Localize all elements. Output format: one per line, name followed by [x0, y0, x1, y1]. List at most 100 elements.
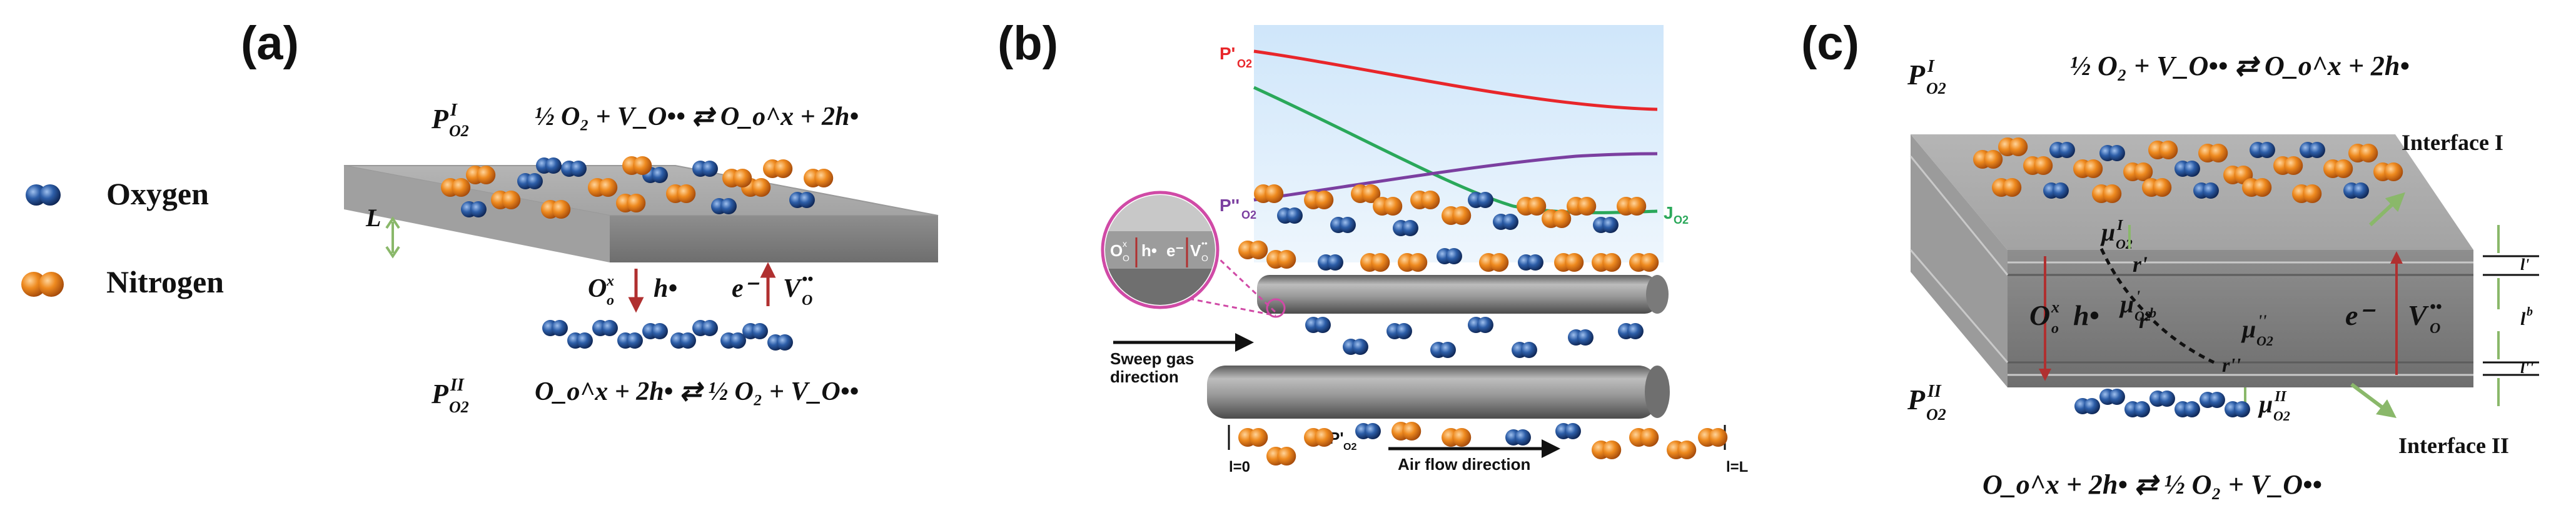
nitrogen-molecule — [1238, 241, 1268, 259]
inset-h-text: h• — [1141, 241, 1157, 260]
oxygen-molecule — [1468, 317, 1493, 333]
p-top-letter: P — [431, 104, 449, 134]
curve-p-dprime-text: P'' — [1220, 196, 1240, 215]
nitrogen-molecule — [1351, 184, 1381, 203]
nitrogen-molecule — [2348, 144, 2378, 162]
oxygen-molecule — [692, 320, 718, 336]
inset-magnifier: O x O h• e⁻ V •• O — [1101, 191, 1286, 318]
curve-label-p-dprime: P'' O2 — [1220, 196, 1256, 221]
tube-p-prime-sub: O2 — [1343, 442, 1356, 452]
carrier-v-sub-a: O — [802, 292, 812, 309]
carrier-o-c: O — [2029, 299, 2050, 331]
mu-prime-sup: ' — [2136, 287, 2140, 306]
oxygen-molecule — [2300, 142, 2325, 158]
carrier-o-a: O — [588, 274, 607, 303]
nitrogen-molecule — [541, 200, 571, 219]
carrier-v-a: V — [783, 274, 802, 303]
molecules-bottom-c — [2074, 389, 2250, 417]
nitrogen-molecule — [588, 178, 618, 197]
oxygen-molecule — [1568, 329, 1594, 346]
oxygen-molecule — [2343, 182, 2369, 199]
oxygen-molecule — [1468, 192, 1493, 208]
inset-o-sub: O — [1123, 253, 1129, 263]
nitrogen-molecule — [1554, 253, 1584, 272]
inset-v-sup: •• — [1201, 238, 1208, 248]
thickness-label: L — [365, 204, 381, 232]
mu-dprime-sup: '' — [2258, 312, 2266, 330]
nitrogen-molecule — [2273, 156, 2303, 175]
oxygen-molecule — [2193, 182, 2219, 199]
tube-lower — [1207, 366, 1670, 419]
nitrogen-molecule — [1398, 253, 1428, 272]
nitrogen-molecule — [1629, 428, 1659, 447]
carrier-h-a: h• — [654, 274, 677, 303]
nitrogen-molecule — [1973, 150, 2003, 169]
l-end-label: l=L — [1726, 459, 1748, 476]
p-bottom-sup: II — [450, 376, 465, 395]
r-prime: r' — [2133, 252, 2148, 277]
curve-p-dprime — [1253, 152, 1658, 202]
thickness-arrow — [385, 216, 400, 259]
p-top-sup: I — [450, 101, 458, 120]
mu-2: μ — [2258, 390, 2273, 418]
molecules-top-a — [441, 156, 834, 219]
oxygen-molecule — [1386, 323, 1412, 339]
nitrogen-molecule — [1517, 197, 1547, 216]
l-b: l — [2520, 309, 2526, 329]
oxygen-molecule — [1555, 423, 1581, 439]
interface-1-label: Interface I — [2402, 130, 2503, 155]
carrier-o-sup-a: x — [606, 273, 614, 289]
oxygen-molecule — [767, 334, 793, 351]
oxygen-molecule — [2074, 398, 2100, 414]
nitrogen-molecule — [622, 156, 652, 175]
oxygen-molecule — [1618, 323, 1644, 339]
reaction-top-c: ½ O₂ + V_O•• ⇄ O_o^x + 2h• — [2070, 51, 2410, 81]
mu-1: μ — [2100, 218, 2115, 246]
oxygen-molecule — [1305, 317, 1331, 333]
thickness-markers-c — [2483, 225, 2539, 406]
p-bottom-c-sub: O2 — [1926, 406, 1946, 424]
l-start-label: l=0 — [1229, 459, 1250, 476]
carrier-e-a: e⁻ — [732, 274, 760, 303]
molecules-top-c — [1973, 137, 2403, 203]
nitrogen-molecule — [2373, 162, 2403, 181]
sweep-gas-label: Sweep gas — [1110, 349, 1194, 368]
nitrogen-molecule — [1479, 253, 1509, 272]
nitrogen-molecule — [763, 159, 793, 178]
nitrogen-molecule — [2092, 184, 2122, 203]
nitrogen-molecule — [1254, 184, 1284, 203]
mu-2-sub: O2 — [2273, 408, 2290, 424]
oxygen-molecule — [542, 320, 568, 336]
molecules-bottom-a — [542, 320, 793, 351]
oxygen-molecule — [567, 332, 593, 349]
curve-p-prime — [1253, 49, 1658, 111]
mu-prime-sub: O2 — [2134, 308, 2151, 324]
oxygen-molecule — [2200, 392, 2225, 408]
p-top-c-sup: I — [1927, 57, 1935, 76]
nitrogen-molecule — [1266, 447, 1296, 466]
oxygen-molecule — [1330, 217, 1356, 233]
mu-dprime-sub: O2 — [2256, 333, 2273, 349]
nitrogen-molecule — [2073, 159, 2103, 178]
legend-oxygen-icon — [26, 184, 61, 206]
nitrogen-molecule — [804, 169, 834, 187]
inset-v-text: V — [1190, 241, 1201, 260]
nitrogen-molecule — [616, 194, 646, 212]
nitrogen-molecule — [1542, 209, 1572, 228]
oxygen-molecule — [2149, 391, 2175, 407]
oxygen-molecule — [711, 198, 737, 214]
oxygen-molecule — [670, 332, 696, 349]
nitrogen-molecule — [1592, 441, 1622, 459]
p-top-c: P — [1907, 59, 1926, 91]
nitrogen-molecule — [2123, 162, 2153, 181]
nitrogen-molecule — [1992, 178, 2022, 197]
reaction-bottom-a: O_o^x + 2h• ⇄ ½ O₂ + V_O•• — [535, 377, 859, 406]
oxygen-molecule — [2225, 401, 2250, 417]
nitrogen-molecule — [1442, 428, 1472, 447]
carrier-v-sup-a: •• — [802, 270, 813, 288]
panel-b-label: (b) — [998, 17, 1058, 70]
l-prime: l' — [2520, 256, 2529, 274]
nitrogen-molecule — [1442, 206, 1472, 225]
oxygen-molecule — [1493, 214, 1518, 230]
